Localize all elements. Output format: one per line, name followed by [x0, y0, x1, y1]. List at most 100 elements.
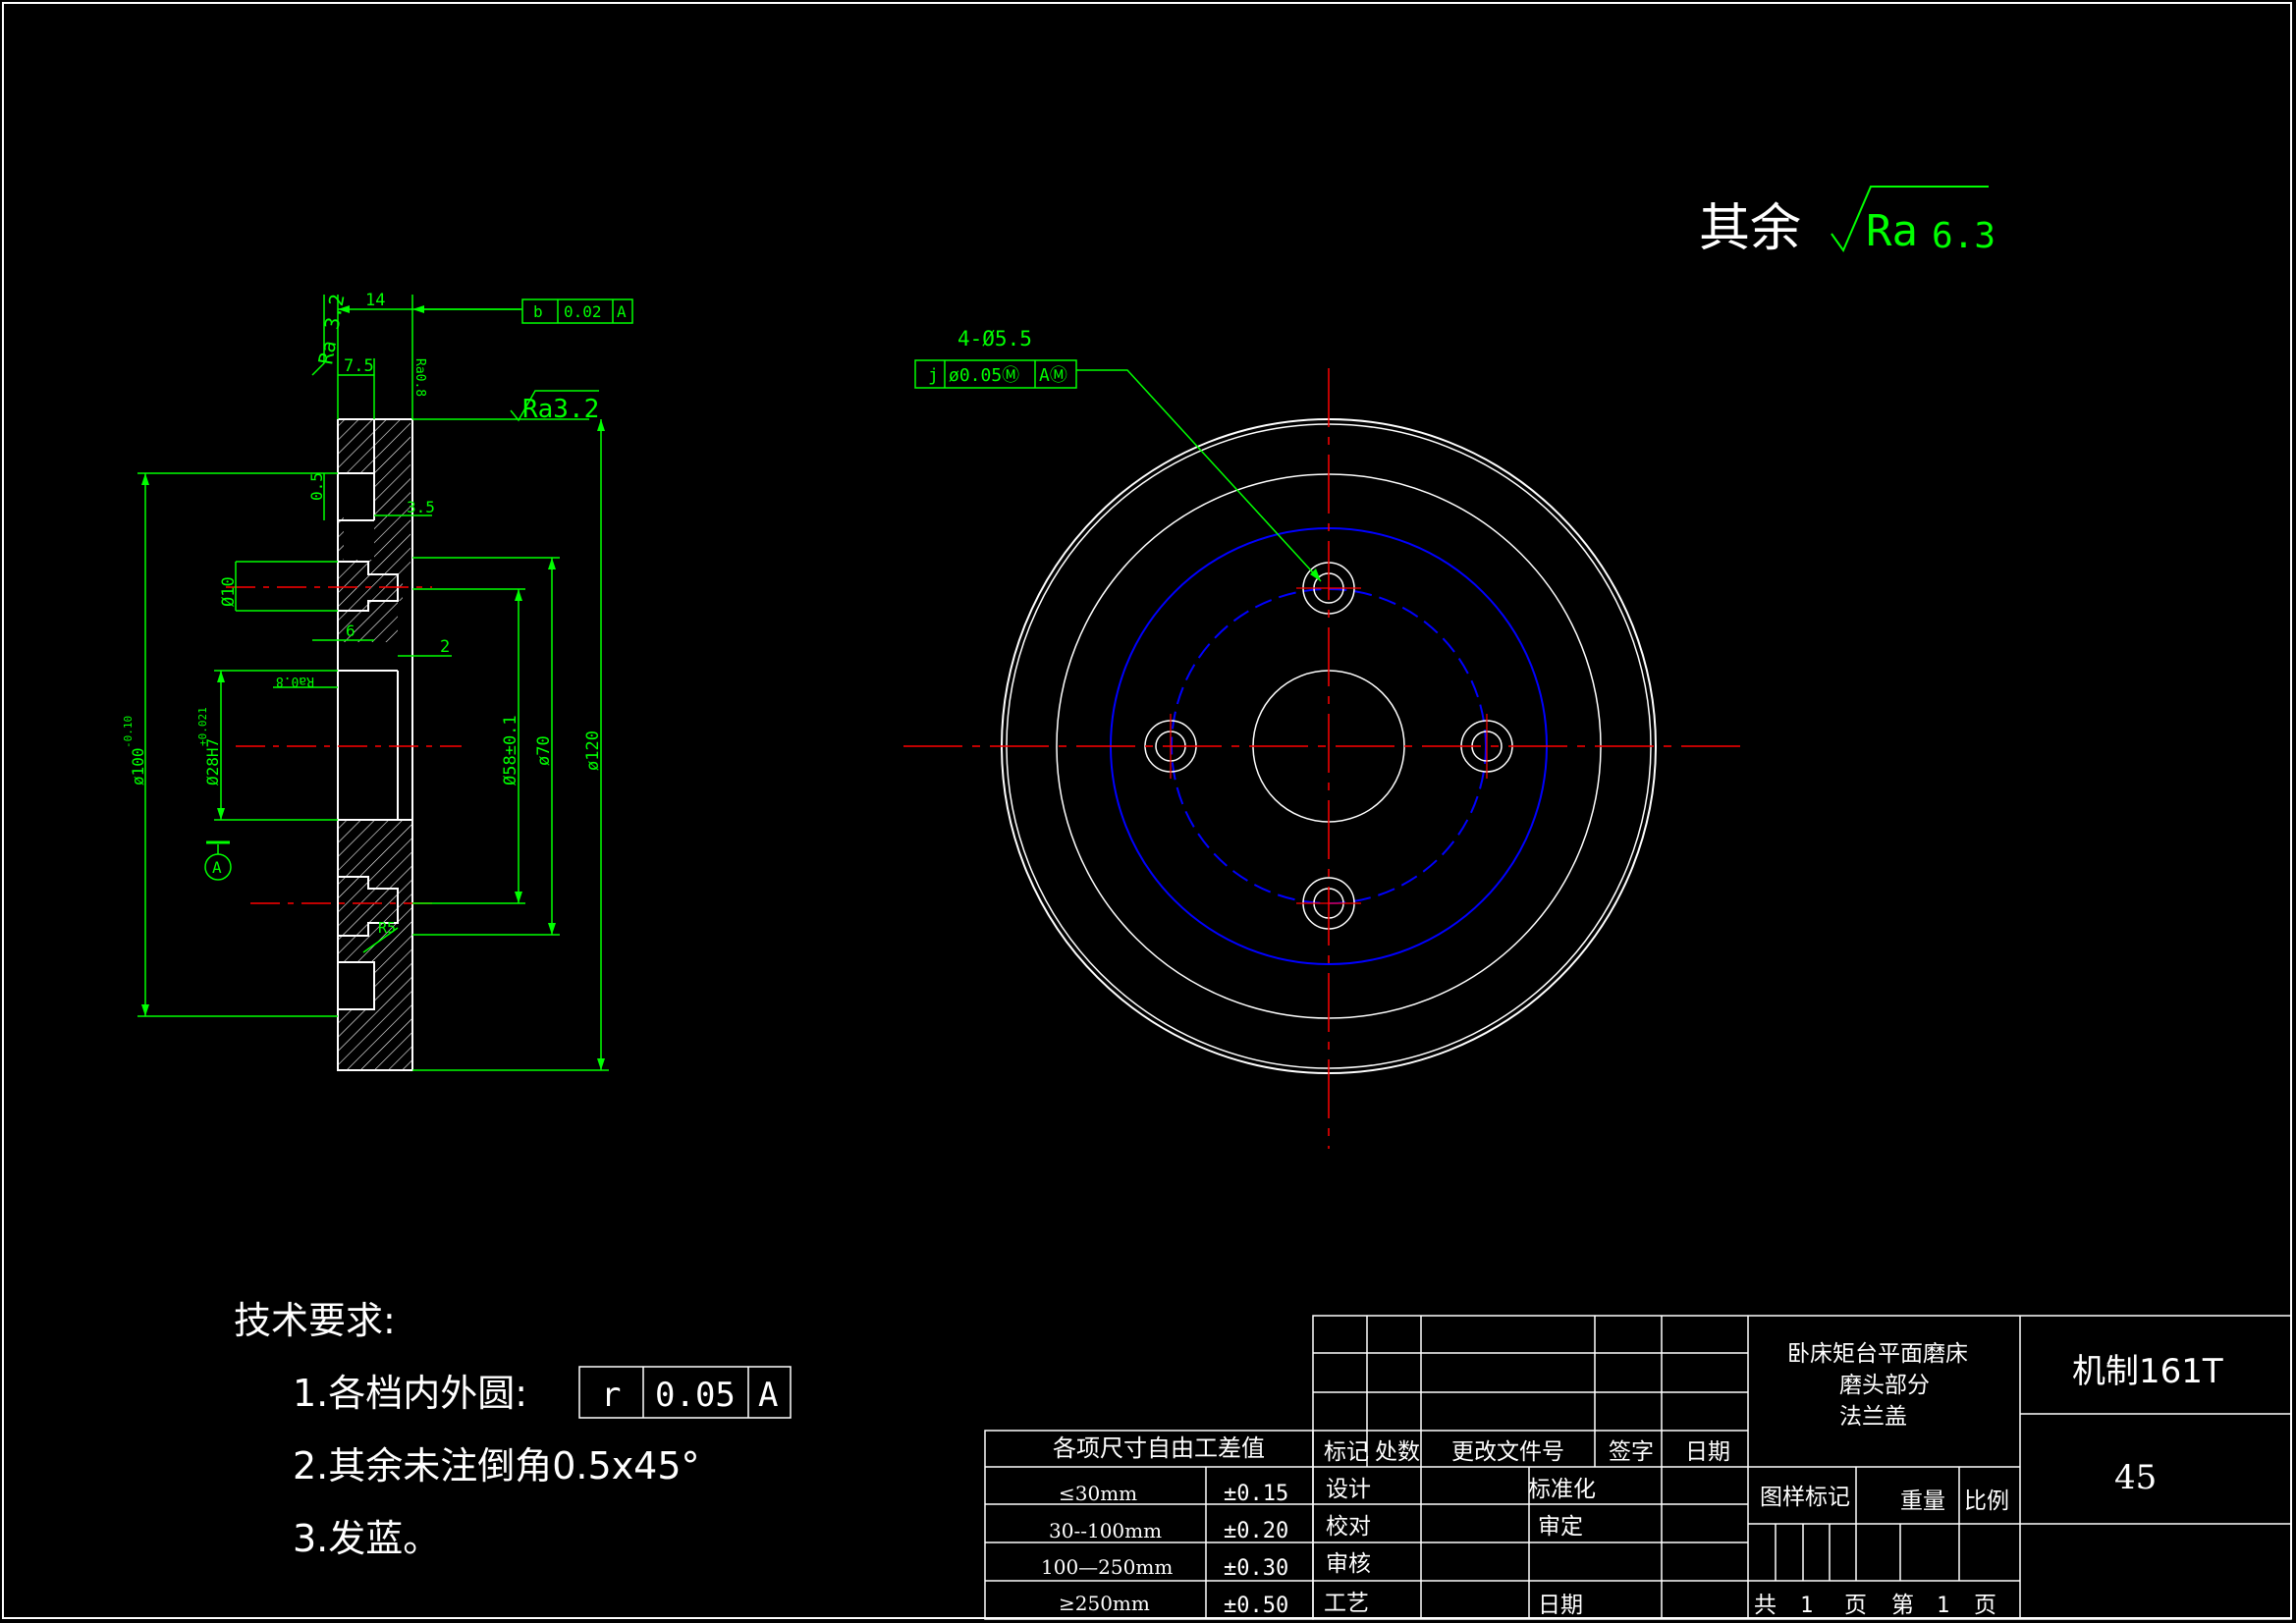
- arrow-14a: [338, 305, 350, 313]
- dim-6-text: 6: [346, 622, 355, 640]
- tb-product-line1: 卧床矩台平面磨床: [1787, 1341, 1968, 1367]
- runout-symbol: b: [533, 302, 543, 321]
- tb-product-line2: 磨头部分: [1839, 1373, 1930, 1398]
- tolerance-table-text: 各项尺寸自由工差值 ≤30mm ±0.15 30--100mm ±0.20 10…: [1041, 1434, 1288, 1618]
- tb-genggai: 更改文件号: [1451, 1439, 1564, 1465]
- tb-sheji: 设计: [1326, 1477, 1371, 1502]
- tb-biaozhunhua: 标准化: [1528, 1477, 1596, 1502]
- tol-row3-tol: ±0.50: [1224, 1594, 1288, 1618]
- rest-ra-value: 6.3: [1932, 216, 1995, 256]
- tb-gong-n: 1: [1800, 1594, 1813, 1618]
- rest-ra: Ra: [1866, 206, 1918, 256]
- runout-datum: A: [617, 302, 627, 321]
- tb-ye2: 页: [1974, 1593, 1996, 1618]
- tb-riqi2: 日期: [1538, 1593, 1583, 1618]
- tb-shenhe: 审核: [1326, 1551, 1371, 1577]
- rest-label: 其余: [1699, 199, 1801, 258]
- lower-groove: [338, 961, 375, 1010]
- tb-biaoji: 标记: [1324, 1439, 1369, 1465]
- face-ra-symbol: [510, 390, 599, 422]
- hole-callout-leader: [1076, 369, 1322, 582]
- tech-req-item1: 1.各档内外圆:: [293, 1372, 527, 1415]
- tb-bili: 比例: [1964, 1488, 2009, 1514]
- face-ra-text: Ra3.2: [522, 395, 599, 424]
- arrow-phi120-a: [597, 419, 605, 431]
- hole-tol-value: ø0.05Ⓜ: [949, 365, 1019, 386]
- ra08-top-text: Ra0.8: [412, 358, 427, 397]
- arrow-phi58-b: [515, 892, 522, 903]
- dim-phi28-text: Ø28H7: [203, 738, 222, 785]
- rest-surface-finish: 其余 Ra 6.3: [1699, 186, 1995, 258]
- arrowheads: [141, 305, 605, 1070]
- dim-phi10-text: Ø10: [219, 576, 239, 607]
- tb-gong: 共: [1754, 1593, 1777, 1618]
- section-dimensions: [137, 295, 609, 1071]
- hole-callout: 4-Ø5.5 j ø0.05Ⓜ AⓂ: [914, 327, 1322, 582]
- title-block: [1312, 1315, 2292, 1620]
- tech-req-frame-value: 0.05: [655, 1376, 736, 1415]
- tol-row3-range: ≥250mm: [1059, 1592, 1150, 1615]
- arrow-phi120-b: [597, 1058, 605, 1070]
- dim-phi100-text: ø100: [129, 747, 147, 785]
- tol-row0-range: ≤30mm: [1059, 1482, 1137, 1505]
- tech-requirements: 技术要求: 1.各档内外圆: r 0.05 A 2.其余未注倒角0.5x45° …: [234, 1299, 792, 1560]
- hole-callout-label: 4-Ø5.5: [957, 327, 1032, 351]
- dim-3-5-text: 3.5: [407, 498, 435, 516]
- lower-hole: [338, 876, 399, 937]
- tb-qianzi: 签字: [1609, 1439, 1654, 1465]
- tb-gongyi: 工艺: [1324, 1591, 1369, 1616]
- dim-r5-text: R5: [378, 919, 396, 937]
- ra08-bore-text: Ra0.8: [276, 674, 314, 688]
- surface-finish-symbol: [1831, 186, 1989, 253]
- hole-tol-datum: AⓂ: [1039, 365, 1067, 386]
- section-hatch-bottom: [338, 820, 412, 1070]
- tol-row0-tol: ±0.15: [1224, 1482, 1288, 1506]
- tb-org: 机制161T: [2072, 1352, 2223, 1391]
- left-ra-symbol: [311, 295, 325, 376]
- arrow-phi100-b: [141, 1004, 149, 1016]
- tech-req-item2: 2.其余未注倒角0.5x45°: [293, 1444, 700, 1488]
- tb-riqi: 日期: [1685, 1439, 1730, 1465]
- front-view: [903, 368, 1743, 1149]
- dim-phi100-tol: -0.10: [122, 716, 135, 748]
- tb-material: 45: [2114, 1458, 2157, 1497]
- dim-2-text: 2: [440, 637, 450, 657]
- dim-7-5-text: 7.5: [344, 356, 374, 376]
- tech-req-frame-datum: A: [758, 1376, 778, 1415]
- dim-phi120-text: ø120: [583, 730, 603, 771]
- hole-tol-symbol: j: [928, 365, 939, 386]
- tech-req-frame-symbol: r: [601, 1376, 621, 1415]
- arrow-phi58-a: [515, 589, 522, 601]
- tech-req-item3: 3.发蓝。: [293, 1517, 440, 1560]
- runout-frame: b 0.02 A: [521, 298, 633, 324]
- dim-14-text: 14: [365, 291, 385, 310]
- dim-phi28-tol: +0.021: [196, 707, 209, 746]
- dim-phi70-text: ø70: [534, 735, 554, 766]
- datum-circle: [204, 853, 232, 881]
- dim-phi58-text: Ø58±0.1: [501, 715, 520, 785]
- arrow-phi28-a: [217, 671, 225, 682]
- dim-0-5-text: 0.5: [307, 472, 326, 501]
- section-dim-text: 14 7.5 0.5 3.5 Ø10 6 2 ø100 -0.10 Ø28H7 …: [122, 291, 633, 937]
- tb-di: 第: [1891, 1593, 1914, 1618]
- tech-req-title: 技术要求:: [234, 1299, 396, 1342]
- tb-zhongliang: 重量: [1900, 1488, 1945, 1514]
- tb-product-line3: 法兰盖: [1839, 1404, 1907, 1430]
- tol-row1-range: 30--100mm: [1049, 1519, 1162, 1542]
- tb-jiaodui: 校对: [1326, 1514, 1371, 1540]
- hole-tol-box: [914, 359, 1077, 389]
- section-view: [226, 418, 462, 1071]
- tb-shending: 审定: [1538, 1514, 1583, 1540]
- datum-label: A: [212, 858, 222, 877]
- tb-tuyang: 图样标记: [1760, 1485, 1850, 1510]
- arrow-phi70-b: [548, 923, 556, 935]
- arrow-14b: [412, 305, 424, 313]
- tol-row2-tol: ±0.30: [1224, 1556, 1288, 1581]
- tb-ye1: 页: [1844, 1593, 1867, 1618]
- title-block-text: 标记 处数 更改文件号 签字 日期 设计 标准化 校对 审定 审核 工艺 日期 …: [1324, 1341, 2223, 1618]
- tol-row2-range: 100—250mm: [1041, 1555, 1173, 1579]
- runout-box: [521, 298, 633, 324]
- arrow-phi28-b: [217, 808, 225, 820]
